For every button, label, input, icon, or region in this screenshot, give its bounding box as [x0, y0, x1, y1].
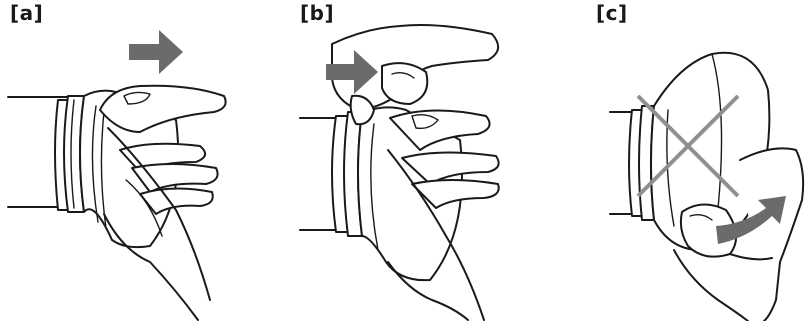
lens-barrel: [300, 112, 362, 236]
push-arrow: [129, 30, 183, 74]
panel-c-illustration: [540, 0, 807, 321]
lens-barrel: [8, 96, 84, 212]
panel-b-illustration: [270, 0, 540, 321]
lens-barrel: [610, 106, 654, 220]
panel-c: [c]: [540, 0, 807, 321]
panel-a: [a]: [0, 0, 270, 321]
panel-b: [b]: [270, 0, 540, 321]
panel-a-illustration: [0, 0, 270, 321]
